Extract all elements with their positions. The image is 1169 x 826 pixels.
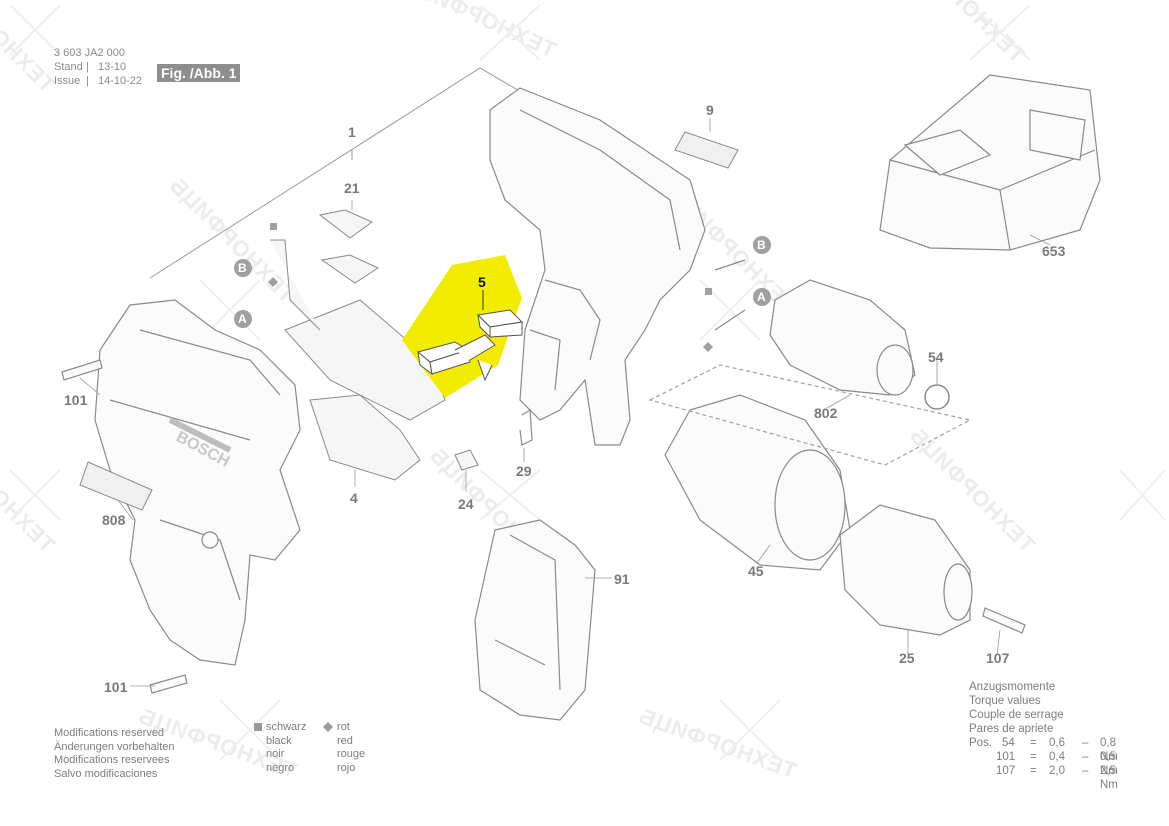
legend-black-item: noir — [266, 748, 285, 760]
leader-lines — [79, 118, 1051, 687]
torque-max: 2,5 Nm — [1100, 765, 1118, 791]
stand-label: Stand — [54, 61, 83, 73]
legend-black-swatch — [254, 723, 262, 731]
torque-row: 107 = 2,0 – 2,5 Nm — [969, 764, 1118, 791]
battery-drawing — [474, 519, 596, 721]
housing-right-drawing — [489, 87, 706, 446]
chuck-drawing — [839, 504, 1026, 636]
legend-black: schwarz black noir negro — [266, 721, 306, 775]
part-5-drawing — [416, 309, 524, 382]
part-label-4: 4 — [350, 490, 358, 506]
torque-title: Anzugsmomente — [969, 681, 1056, 693]
torque-max: 0,5 Nm — [1100, 751, 1118, 777]
torque-pos-label: Pos. — [969, 737, 993, 749]
part-label-91: 91 — [614, 571, 630, 587]
legend-black-item: schwarz — [266, 721, 307, 733]
watermark-crosses — [9, 4, 1166, 761]
nameplate-drawing — [79, 461, 153, 511]
legend-red-item: rouge — [337, 748, 366, 760]
label-plate-drawing — [674, 131, 739, 169]
torque-values: Anzugsmomente Torque values Couple de se… — [969, 680, 1118, 791]
connector-b-label: B — [757, 238, 766, 252]
torque-dash: – — [1082, 751, 1089, 763]
torque-min: 2,0 — [1049, 765, 1065, 777]
torque-dash: – — [1082, 765, 1089, 777]
connector-a-label: A — [238, 312, 247, 326]
torque-title: Torque values — [969, 695, 1041, 707]
part-label-25: 25 — [899, 650, 915, 666]
torque-row: 101 = 0,4 – 0,5 Nm — [969, 750, 1118, 777]
torque-min: 0,6 — [1049, 737, 1065, 749]
legend-red: rot red rouge rojo — [337, 721, 365, 775]
torque-pos: 107 — [996, 765, 1016, 777]
issue-value: 14-10-22 — [98, 75, 143, 87]
torque-max: 0,8 Nm — [1100, 737, 1118, 763]
motor-drawing — [714, 259, 916, 396]
modifications-line: Salvo modificaciones — [54, 767, 158, 780]
torque-pos: 101 — [996, 751, 1016, 763]
legend-red-item: red — [337, 734, 353, 747]
torque-eq: = — [1030, 737, 1037, 749]
part-label-29: 29 — [516, 463, 532, 479]
part-label-24: 24 — [458, 496, 474, 512]
torque-min: 0,4 — [1049, 751, 1065, 763]
stand-value: 13-10 — [98, 61, 127, 73]
legend-black-item: black — [266, 734, 292, 747]
screw-drawing — [61, 359, 188, 694]
part-label-653: 653 — [1042, 243, 1066, 259]
switch-drawing — [270, 209, 479, 481]
modifications-line: Änderungen vorbehalten — [54, 740, 175, 753]
modifications-notes: Modifications reserved Änderungen vorbeh… — [54, 727, 174, 781]
document-number: 3 603 JA2 000 — [54, 47, 125, 59]
stand-separator: | — [86, 61, 89, 73]
torque-pos: 54 — [1002, 737, 1015, 749]
part-label-45: 45 — [748, 563, 764, 579]
part-label-101: 101 — [104, 679, 128, 695]
legend-red-item: rot — [337, 721, 350, 733]
torque-title: Pares de apriete — [969, 723, 1054, 735]
part-label-1: 1 — [348, 124, 356, 140]
torque-eq: = — [1030, 751, 1037, 763]
o-ring-drawing — [924, 384, 950, 410]
connector-b-label: B — [238, 261, 247, 275]
issue-separator: | — [86, 75, 89, 87]
figure-label: Fig. /Abb. 1 — [157, 64, 241, 82]
legend-black-item: negro — [266, 761, 295, 774]
torque-title: Couple de serrage — [969, 709, 1064, 721]
legend-red-item: rojo — [337, 761, 356, 774]
housing-left-drawing — [94, 299, 301, 666]
connector-markers — [234, 223, 771, 352]
charger-drawing — [879, 74, 1101, 251]
part-label-101: 101 — [64, 392, 88, 408]
modifications-line: Modifications reservees — [54, 754, 170, 766]
issue-label: Issue — [54, 75, 81, 87]
torque-eq: = — [1030, 765, 1037, 777]
part-label-107: 107 — [986, 650, 1010, 666]
part-label-21: 21 — [344, 180, 360, 196]
torque-dash: – — [1082, 737, 1089, 749]
part-label-802: 802 — [814, 405, 838, 421]
part-label-5: 5 — [478, 274, 486, 290]
modifications-line: Modifications reserved — [54, 727, 165, 739]
gearbox-drawing — [648, 364, 972, 571]
connector-a-label: A — [757, 290, 766, 304]
assembly-bracket — [149, 67, 536, 279]
part-label-808: 808 — [102, 512, 126, 528]
torque-row: Pos. 54 = 0,6 – 0,8 Nm — [969, 736, 1118, 763]
part-label-54: 54 — [928, 349, 944, 365]
clip-drawing — [519, 408, 533, 446]
legend-red-swatch — [323, 722, 333, 732]
part-label-9: 9 — [706, 102, 714, 118]
